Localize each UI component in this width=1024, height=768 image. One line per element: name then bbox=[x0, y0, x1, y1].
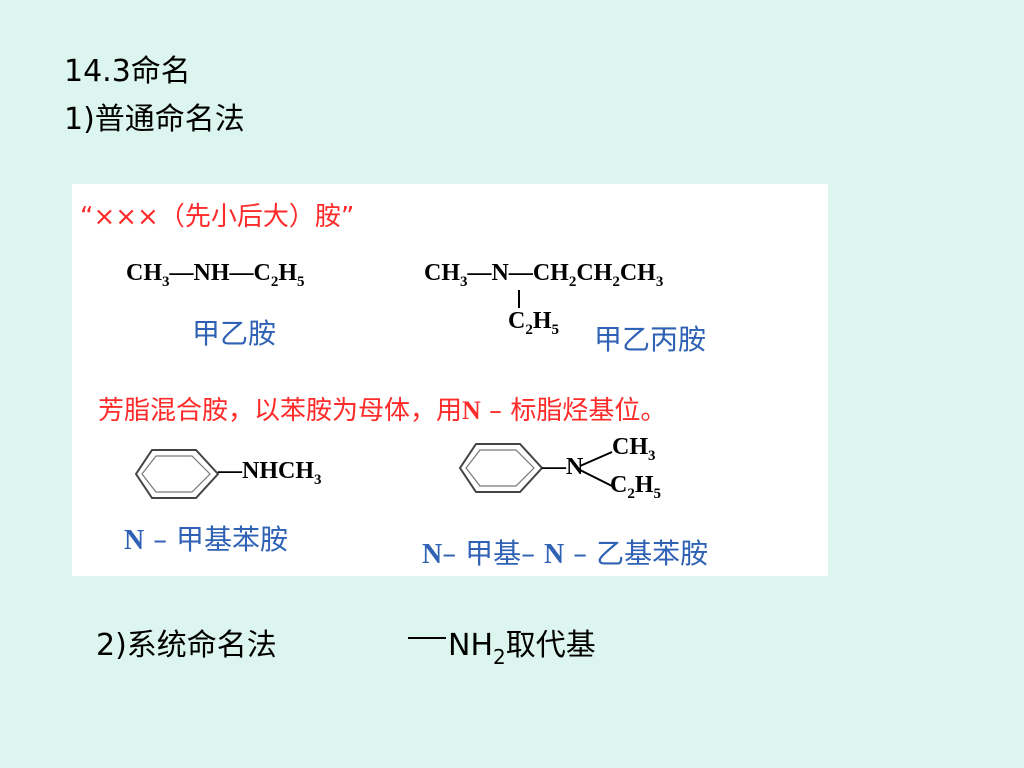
subsection-common-naming: 1)普通命名法 bbox=[64, 102, 245, 137]
formula-methyl-branch: CH3 bbox=[612, 434, 656, 464]
name-n-methyl-n-ethylaniline: N– 甲基– N – 乙基苯胺 bbox=[422, 537, 709, 570]
amino-substituent-note: NH2取代基 bbox=[408, 628, 596, 669]
formula-n-group: —N bbox=[542, 454, 584, 480]
bond-lines bbox=[579, 451, 613, 487]
bond-dash bbox=[408, 636, 446, 639]
formula-ethyl-branch-2: C2H5 bbox=[610, 472, 662, 502]
subsection-systematic-naming: 2)系统命名法 bbox=[96, 628, 277, 663]
formula-ethyl-branch: C2H5 bbox=[508, 308, 560, 338]
naming-examples-panel: “×××（先小后大）胺” CH3—NH—C2H5 甲乙胺 CH3—N—CH2CH… bbox=[72, 184, 828, 576]
benzene-ring-icon bbox=[134, 449, 220, 499]
aromatic-amine-rule: 芳脂混合胺，以苯胺为母体，用N – 标脂烃基位。 bbox=[98, 396, 667, 426]
name-methylethylpropylamine: 甲乙丙胺 bbox=[594, 323, 707, 356]
formula-methylethylamine: CH3—NH—C2H5 bbox=[126, 260, 305, 290]
section-title: 14.3命名 bbox=[64, 54, 191, 89]
name-methylethylamine: 甲乙胺 bbox=[192, 317, 277, 350]
benzene-ring-icon bbox=[458, 443, 544, 493]
bond-line bbox=[518, 290, 520, 308]
formula-methylethylpropylamine: CH3—N—CH2CH2CH3 bbox=[424, 260, 664, 290]
formula-nhch3: —NHCH3 bbox=[218, 458, 322, 488]
naming-rule: “×××（先小后大）胺” bbox=[80, 202, 355, 232]
name-n-methylaniline: N – 甲基苯胺 bbox=[124, 523, 289, 556]
